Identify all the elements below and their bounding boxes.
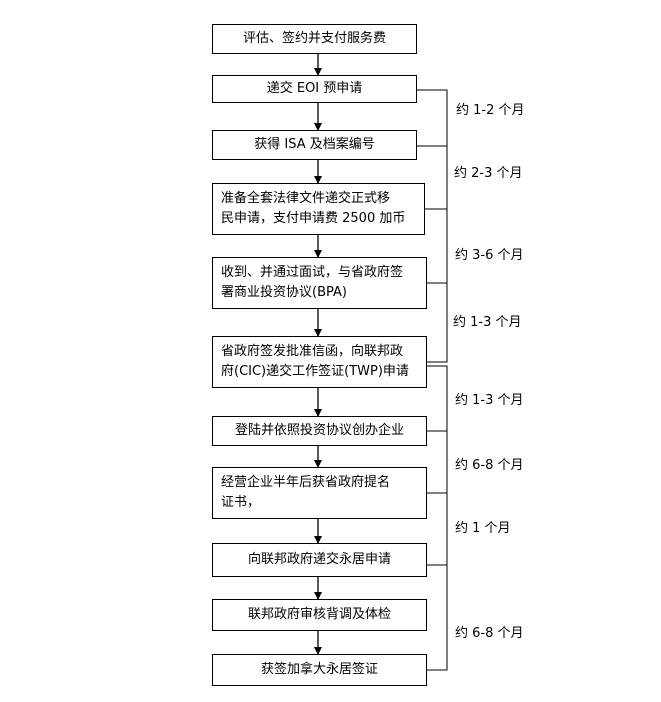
bracket-3 [425,208,448,284]
step-box-4: 准备全套法律文件递交正式移 民申请，支付申请费 2500 加币 [212,183,425,235]
duration-label-5: 约 1-3 个月 [455,393,524,408]
step-box-5: 收到、并通过面试，与省政府签 署商业投资协议(BPA) [212,257,427,309]
step-box-3: 获得 ISA 及档案编号 [212,130,417,160]
step-box-2: 递交 EOI 预申请 [212,75,417,103]
bracket-8 [427,564,448,671]
duration-label-7: 约 1 个月 [455,521,511,536]
duration-brackets [417,89,448,671]
bracket-1 [417,89,448,147]
duration-label-8: 约 6-8 个月 [455,626,524,641]
step-box-9: 向联邦政府递交永居申请 [212,543,427,577]
step-box-1: 评估、签约并支付服务费 [212,24,417,54]
step-box-6: 省政府签发批准信函，向联邦政 府(CIC)递交工作签证(TWP)申请 [212,336,427,388]
duration-label-4: 约 1-3 个月 [453,315,522,330]
step-box-8: 经营企业半年后获省政府提名 证书， [212,467,427,519]
duration-label-6: 约 6-8 个月 [455,458,524,473]
duration-label-3: 约 3-6 个月 [455,248,524,263]
bracket-7 [427,492,448,566]
step-box-7: 登陆并依照投资协议创办企业 [212,416,427,446]
bracket-4 [427,282,448,363]
bracket-5 [427,365,448,432]
step-box-10: 联邦政府审核背调及体检 [212,599,427,631]
duration-label-1: 约 1-2 个月 [456,103,525,118]
duration-label-2: 约 2-3 个月 [454,166,523,181]
step-box-11: 获签加拿大永居签证 [212,654,427,686]
bracket-6 [427,430,448,494]
